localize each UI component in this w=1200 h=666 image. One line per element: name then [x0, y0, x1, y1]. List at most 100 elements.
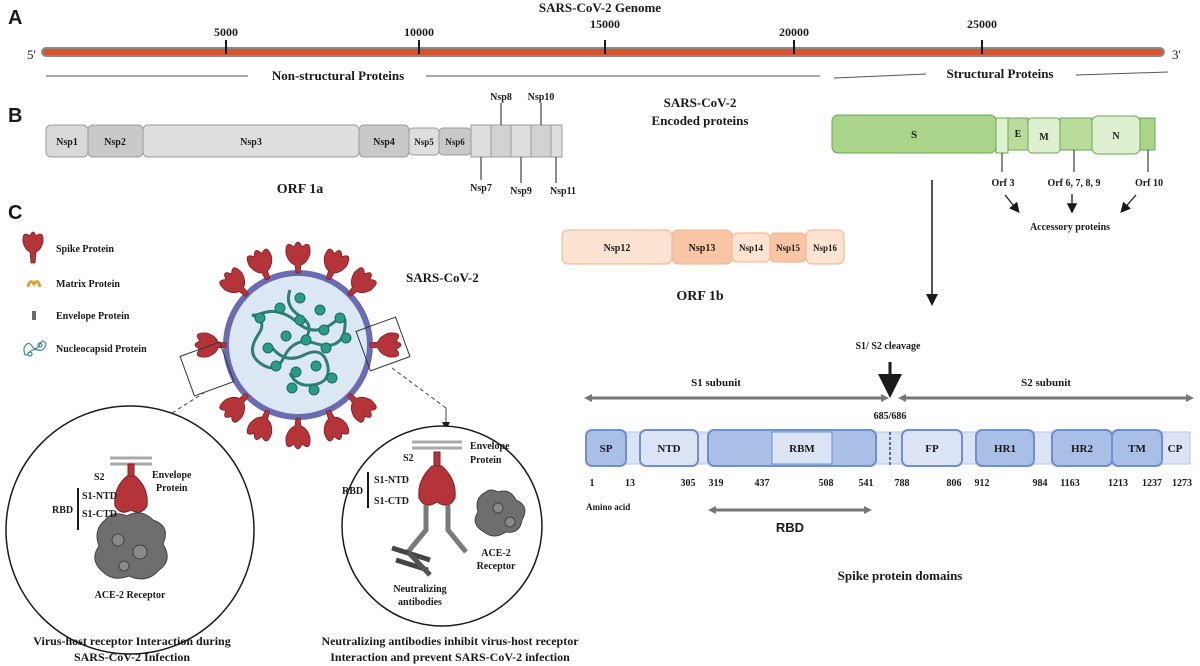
legend-spike: Spike Protein: [56, 244, 114, 255]
rbd-span-label: RBD: [776, 520, 804, 535]
genome-ticks: 5000 10000 15000 20000 25000: [214, 17, 997, 54]
position-label: 319: [709, 478, 724, 489]
hr1-label: HR1: [994, 443, 1016, 455]
nsp8-label: Nsp8: [490, 92, 512, 103]
panel-label-b: B: [8, 105, 22, 127]
left-caption-line1: Virus-host receptor Interaction during: [33, 634, 230, 648]
zoom-line-right: [391, 367, 447, 409]
panel-label-a: A: [8, 7, 22, 29]
orf6-9-label: Orf 6, 7, 8, 9: [1047, 178, 1100, 189]
structural-bracket-left: [833, 73, 927, 79]
position-label: 437: [755, 478, 770, 489]
right-antibodies-label: antibodies: [398, 597, 442, 608]
left-rbd-label: RBD: [52, 505, 73, 516]
nsp13-label: Nsp13: [689, 243, 716, 254]
right-inset-circle: [341, 425, 543, 627]
nsp11-box: [550, 124, 563, 158]
tick-label: 20000: [779, 25, 809, 39]
s1-span-right-head: [881, 394, 889, 402]
orf1b-label: ORF 1b: [676, 289, 724, 304]
orf1a-block: Nsp1 Nsp2 Nsp3 Nsp4 Nsp5 Nsp6 Nsp7 Nsp8 …: [45, 92, 576, 197]
nsp10-box: [530, 124, 552, 158]
spike-domains-title: Spike protein domains: [838, 568, 963, 583]
rbm-label: RBM: [789, 443, 815, 455]
amino-acid-positions: 1 13 305 319 437 508 541 788 806 912 984…: [590, 478, 1193, 489]
position-label: 912: [975, 478, 990, 489]
n-protein-label: N: [1112, 131, 1120, 142]
right-ace2-receptor: [474, 489, 526, 537]
nsp8-box: [490, 124, 512, 158]
rbm-domain: [771, 431, 833, 465]
accessory-proteins-label: Accessory proteins: [1030, 222, 1110, 233]
left-s2-label: S2: [94, 472, 105, 483]
nsp11-label: Nsp11: [550, 186, 576, 197]
hr1-domain: [975, 429, 1035, 467]
cleavage-label: S1/ S2 cleavage: [856, 341, 922, 352]
panel-label-c: C: [8, 202, 22, 224]
orf1b-block: Nsp12 Nsp13 Nsp14 Nsp15 Nsp16: [561, 229, 845, 265]
position-label: 13: [625, 478, 635, 489]
right-protein-label: Protein: [470, 455, 502, 466]
tick-label: 15000: [590, 17, 620, 31]
e-protein-label: E: [1015, 129, 1022, 140]
tick-label: 10000: [404, 25, 434, 39]
sp-domain: [585, 429, 627, 467]
right-s1-ctd-label: S1-CTD: [374, 496, 409, 507]
s2-span-right-head: [1186, 394, 1194, 402]
s1-subunit-label: S1 subunit: [691, 377, 741, 389]
m-protein-label: M: [1039, 132, 1049, 143]
right-ace2-label: ACE-2: [481, 548, 510, 559]
nsp9-label: Nsp9: [510, 186, 532, 197]
right-s1-ntd-label: S1-NTD: [374, 475, 409, 486]
zoom-box-right: [355, 316, 411, 372]
legend: Spike Protein Matrix Protein Envelope Pr…: [22, 231, 147, 357]
virus-particle: [179, 241, 411, 450]
right-s2-label: S2: [403, 453, 414, 464]
cleavage-site: 685/686: [874, 411, 907, 422]
spike-domain-map: SP NTD RBM FP HR1 HR2 TM CP: [585, 429, 1191, 467]
s2-span-left-head: [898, 394, 906, 402]
virus-label: SARS-CoV-2: [406, 270, 479, 285]
tm-domain: [1111, 429, 1163, 467]
orf10-box: [1139, 117, 1156, 151]
matrix-protein-icon: [26, 280, 42, 288]
legend-nucleocapsid: Nucleocapsid Protein: [56, 344, 147, 355]
nonstructural-label: Non-structural Proteins: [272, 68, 404, 83]
left-s1-ctd-label: S1-CTD: [82, 509, 117, 520]
hr2-label: HR2: [1071, 443, 1094, 455]
genome-bar: [41, 47, 1165, 57]
position-label: 508: [819, 478, 834, 489]
right-caption-line1: Neutralizing antibodies inhibit virus-ho…: [321, 634, 579, 648]
ntd-label: NTD: [657, 443, 680, 455]
genome-title: SARS-CoV-2 Genome: [539, 0, 661, 15]
position-label: 1163: [1060, 478, 1079, 489]
left-ace2-label: ACE-2 Receptor: [95, 590, 166, 601]
right-neutralizing-label: Neutralizing: [393, 584, 446, 595]
right-antibodies: [391, 505, 468, 577]
position-label: 541: [859, 478, 874, 489]
nsp2-label: Nsp2: [104, 137, 126, 148]
left-ace2-receptor: [94, 512, 168, 580]
orf6-9-box: [1059, 117, 1093, 151]
genome-5prime: 5': [27, 47, 36, 62]
nucleocapsid-beads: [254, 292, 352, 396]
amino-acid-label: Amino acid: [586, 502, 630, 512]
structural-block: S E M N Orf 3 Orf 6, 7, 8, 9 Orf 10 Acce…: [831, 114, 1163, 233]
encoded-proteins-title: SARS-CoV-2: [664, 95, 737, 110]
nsp3-label: Nsp3: [240, 137, 262, 148]
nsp7-label: Nsp7: [470, 183, 492, 194]
tick-label: 25000: [967, 17, 997, 31]
left-inset: S2 Envelope Protein RBD S1-NTD S1-CTD AC…: [5, 405, 255, 655]
legend-envelope: Envelope Protein: [56, 311, 130, 322]
nsp14-label: Nsp14: [739, 243, 764, 253]
s1-span-left-head: [584, 394, 592, 402]
rbd-span-left-head: [708, 506, 716, 514]
tm-label: TM: [1128, 443, 1146, 455]
tick-label: 5000: [214, 25, 238, 39]
position-label: 1: [590, 478, 595, 489]
orf1a-label: ORF 1a: [277, 182, 324, 197]
position-label: 984: [1033, 478, 1048, 489]
encoded-proteins-subtitle: Encoded proteins: [652, 113, 749, 128]
orf10-arrow: [1120, 194, 1137, 213]
